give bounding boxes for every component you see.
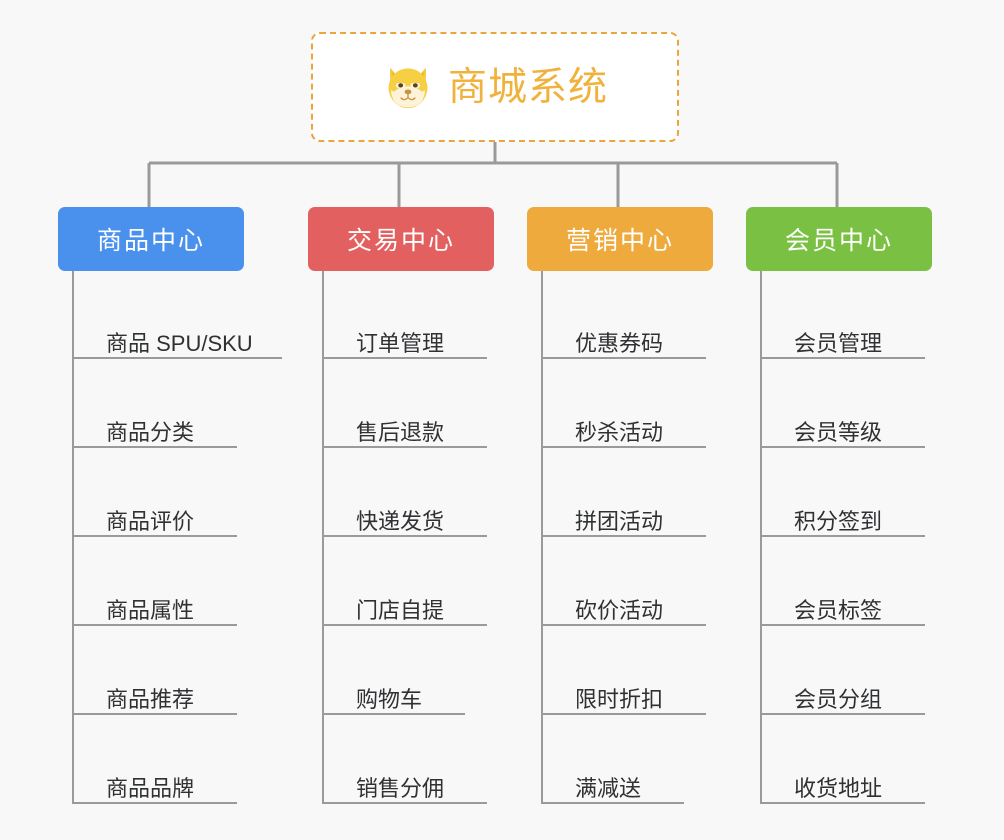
leaf-item[interactable]: 积分签到 bbox=[760, 493, 925, 537]
leaf-item-label: 拼团活动 bbox=[575, 508, 664, 534]
leaf-item[interactable]: 商品评价 bbox=[72, 493, 237, 537]
leaf-item[interactable]: 满减送 bbox=[541, 760, 684, 804]
leaf-item-label: 会员管理 bbox=[794, 330, 883, 356]
leaf-item-label: 商品品牌 bbox=[106, 775, 195, 801]
root-title: 商城系统 bbox=[447, 65, 608, 109]
leaf-item[interactable]: 售后退款 bbox=[322, 404, 487, 448]
leaf-item-label: 限时折扣 bbox=[575, 686, 664, 712]
leaf-item[interactable]: 快递发货 bbox=[322, 493, 487, 537]
leaf-item-label: 商品分类 bbox=[106, 419, 195, 445]
leaf-item[interactable]: 商品品牌 bbox=[72, 760, 237, 804]
root-node[interactable]: 商城系统 bbox=[311, 32, 679, 142]
leaf-item[interactable]: 优惠券码 bbox=[541, 315, 706, 359]
leaf-item-label: 砍价活动 bbox=[575, 597, 664, 623]
leaf-item[interactable]: 销售分佣 bbox=[322, 760, 487, 804]
leaf-item-label: 销售分佣 bbox=[356, 775, 445, 801]
leaf-item[interactable]: 商品分类 bbox=[72, 404, 237, 448]
leaf-item[interactable]: 商品 SPU/SKU bbox=[72, 315, 282, 359]
leaf-item[interactable]: 砍价活动 bbox=[541, 582, 706, 626]
leaf-item-label: 积分签到 bbox=[794, 508, 883, 534]
leaf-item-label: 门店自提 bbox=[356, 597, 445, 623]
leaf-item[interactable]: 商品属性 bbox=[72, 582, 237, 626]
leaf-item-label: 商品属性 bbox=[106, 597, 195, 623]
group-header-label: 商品中心 bbox=[96, 227, 205, 255]
leaf-item-label: 优惠券码 bbox=[575, 330, 664, 356]
leaf-item-label: 满减送 bbox=[575, 775, 642, 801]
leaf-item-label: 商品评价 bbox=[106, 508, 195, 534]
leaf-item[interactable]: 会员标签 bbox=[760, 582, 925, 626]
leaf-item-label: 会员等级 bbox=[794, 419, 883, 445]
leaf-item[interactable]: 购物车 bbox=[322, 671, 465, 715]
leaf-item[interactable]: 商品推荐 bbox=[72, 671, 237, 715]
group-header-product-center[interactable]: 商品中心 bbox=[58, 207, 244, 271]
leaf-item-label: 商品推荐 bbox=[106, 686, 195, 712]
group-trunk-line bbox=[322, 271, 324, 804]
leaf-item-label: 订单管理 bbox=[356, 330, 445, 356]
leaf-item-label: 会员分组 bbox=[794, 686, 883, 712]
group-header-member-center[interactable]: 会员中心 bbox=[746, 207, 932, 271]
group-trunk-line bbox=[72, 271, 74, 804]
group-trunk-line bbox=[541, 271, 543, 804]
leaf-item-label: 收货地址 bbox=[794, 775, 883, 801]
leaf-item[interactable]: 限时折扣 bbox=[541, 671, 706, 715]
leaf-item[interactable]: 秒杀活动 bbox=[541, 404, 706, 448]
leaf-item[interactable]: 收货地址 bbox=[760, 760, 925, 804]
leaf-item-label: 商品 SPU/SKU bbox=[106, 330, 253, 356]
group-header-label: 交易中心 bbox=[346, 227, 455, 255]
leaf-item[interactable]: 订单管理 bbox=[322, 315, 487, 359]
group-trunk-line bbox=[760, 271, 762, 804]
group-header-label: 会员中心 bbox=[784, 227, 893, 255]
leaf-item[interactable]: 会员管理 bbox=[760, 315, 925, 359]
leaf-item-label: 快递发货 bbox=[356, 508, 445, 534]
leaf-item-label: 售后退款 bbox=[356, 419, 445, 445]
leaf-item[interactable]: 拼团活动 bbox=[541, 493, 706, 537]
leaf-item-label: 购物车 bbox=[356, 686, 423, 712]
leaf-item-label: 会员标签 bbox=[794, 597, 883, 623]
leaf-item[interactable]: 门店自提 bbox=[322, 582, 487, 626]
group-header-marketing-center[interactable]: 营销中心 bbox=[527, 207, 713, 271]
group-header-label: 营销中心 bbox=[565, 227, 674, 255]
leaf-item[interactable]: 会员分组 bbox=[760, 671, 925, 715]
leaf-item-label: 秒杀活动 bbox=[575, 419, 664, 445]
leaf-item[interactable]: 会员等级 bbox=[760, 404, 925, 448]
group-header-trade-center[interactable]: 交易中心 bbox=[308, 207, 494, 271]
shiba-dog-icon bbox=[388, 67, 428, 109]
